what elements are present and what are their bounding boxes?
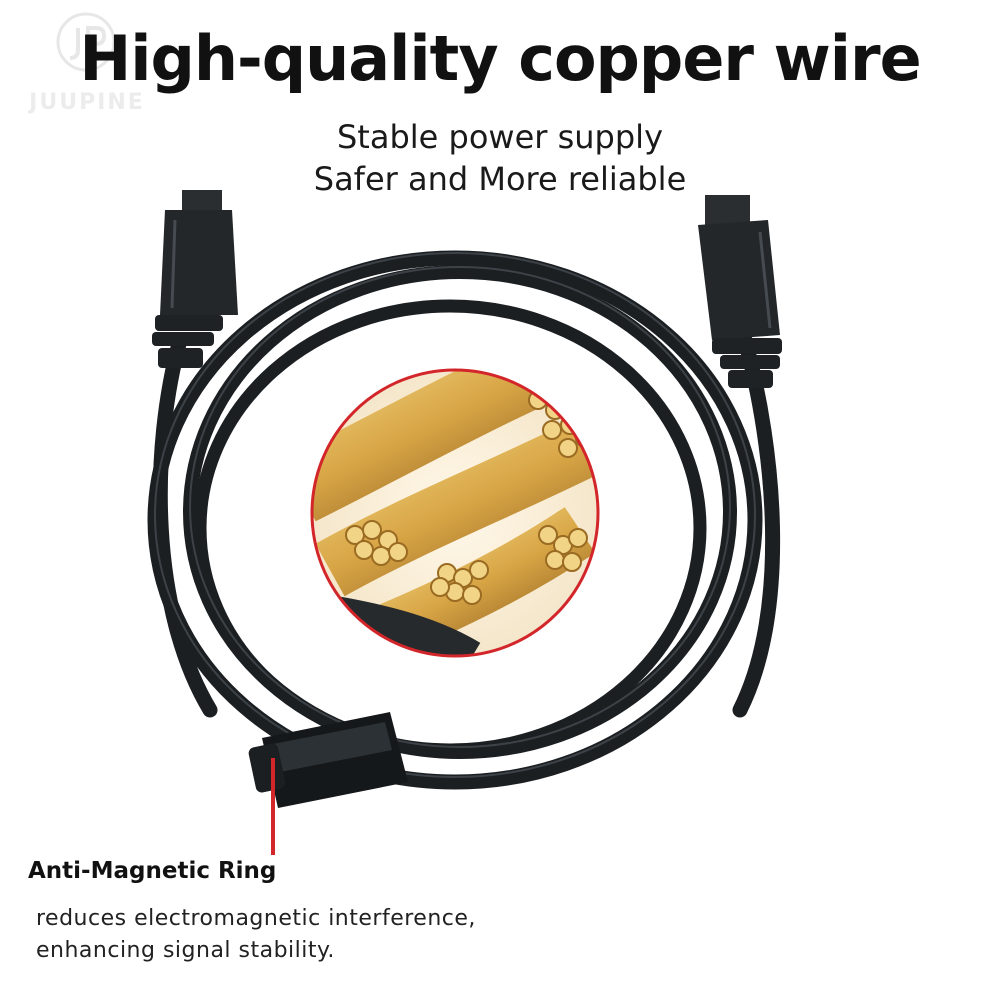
cable-product-image (147, 190, 782, 855)
brand-logo: JUUPINE (12, 6, 162, 116)
copper-zoom-view (310, 368, 600, 658)
anti-magnetic-ring-label: Anti-Magnetic Ring (28, 858, 277, 884)
brand-logo-icon (56, 12, 116, 72)
subtitle-line-2: Safer and More reliable (313, 160, 687, 198)
right-connector (698, 195, 782, 388)
ring-description-line-2: enhancing signal stability. (36, 938, 335, 963)
left-connector (152, 190, 238, 368)
subtitle-line-1: Stable power supply (336, 118, 663, 156)
ferrite-core-icon (248, 712, 408, 808)
ring-description-line-1: reduces electromagnetic interference, (36, 906, 476, 931)
page-title: High-quality copper wire (79, 22, 921, 95)
brand-name: JUUPINE (29, 90, 145, 115)
